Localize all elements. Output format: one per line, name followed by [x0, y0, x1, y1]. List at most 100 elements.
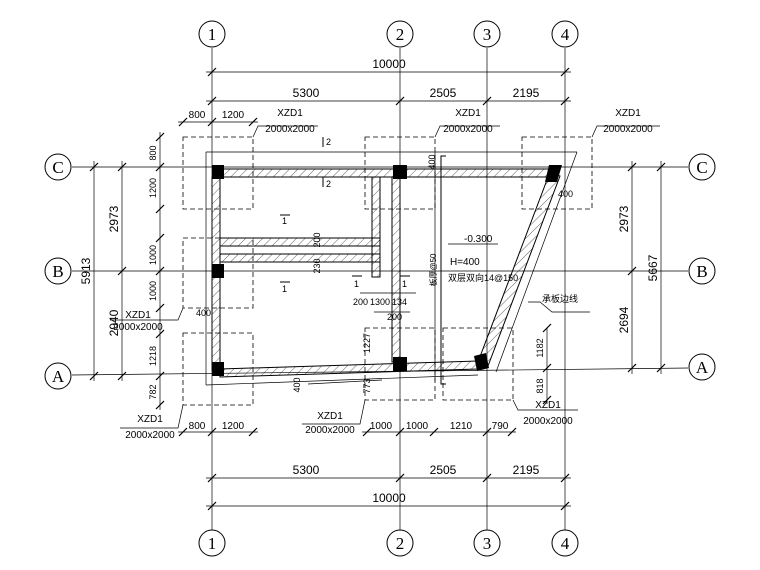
beam-1a-vert: [371, 176, 381, 278]
dim-right-inner-1: 1182: [535, 338, 545, 357]
axis-bubble-a-right: [688, 353, 716, 381]
top-dimensions: 10000 5300 2505 2195 800 1200: [178, 57, 571, 127]
dim-interior-3: 400: [196, 308, 211, 318]
axis-bubble-a-left: [44, 362, 72, 390]
pile-cap-tags: XZD1 2000x2000 XZD1 2000x2000 XZD1 2000x…: [110, 108, 660, 441]
thickening-line-label: 承板边线: [542, 293, 578, 304]
section-mark-1-c: 1: [354, 279, 359, 289]
dim-left-inner-5: 1218: [148, 346, 158, 366]
dim-right-inner-2: 818: [535, 378, 545, 393]
dim-left-mid-2: 2940: [107, 309, 121, 336]
axis-bubble-1-bottom: [198, 529, 226, 557]
dim-bottom-sub-6: 790: [492, 421, 509, 432]
dim-left-inner-3: 1000: [148, 245, 158, 265]
axis-label-3-bottom: 3: [483, 534, 492, 553]
dim-interior-7: 200: [353, 297, 368, 307]
elevation-label: -0.300: [464, 234, 493, 245]
dim-interior-10: 200: [387, 312, 402, 322]
section-marks: 2 2 1 1 1 1: [280, 137, 410, 294]
axis-label-b-left: B: [52, 262, 63, 281]
tag-a2-id: XZD1: [317, 411, 343, 422]
column-b1: [212, 264, 224, 278]
dim-top-seg-3: 2195: [513, 86, 540, 100]
tag-c4-id: XZD1: [615, 108, 641, 119]
beam-b-upper: [219, 237, 381, 247]
axis-label-4-top: 4: [561, 25, 570, 44]
right-dimensions: 2973 2694 5667 1182 818: [535, 161, 666, 405]
axis-bubbles: 1 2 3 4 1 2 3 4 C B A C B A: [44, 20, 716, 557]
tag-b1-size: 2000x2000: [113, 322, 163, 333]
dim-interior-5: 200: [312, 232, 322, 247]
raft-slab-outline: [205, 151, 578, 386]
rebar-label: 双层双向14@150: [448, 272, 518, 283]
tag-c4-size: 2000x2000: [603, 124, 653, 135]
column-c4: [545, 165, 562, 182]
dim-bottom-sub-3: 1000: [370, 421, 393, 432]
axis-label-2-bottom: 2: [396, 534, 405, 553]
dim-left-mid-1: 2973: [107, 205, 121, 232]
axis-bubble-c-left: [44, 153, 72, 181]
dim-left-outer: 5913: [79, 257, 93, 284]
dim-bottom-sub-1: 800: [189, 421, 206, 432]
section-mark-1-a: 1: [282, 216, 287, 226]
dim-right-mid-2: 2694: [617, 306, 631, 333]
column-a1: [212, 362, 224, 376]
left-dimensions: 5913 2973 2940 800 1200 1000 1000 1218 7…: [79, 132, 165, 410]
axis-bubble-4-top: [551, 20, 579, 48]
dim-interior-9: 134: [392, 297, 407, 307]
beam-a: [219, 360, 479, 378]
dim-left-inner-6: 782: [148, 384, 158, 399]
axis-bubble-4-bottom: [551, 529, 579, 557]
axis-bubble-b-left: [44, 257, 72, 285]
column-c2: [393, 165, 407, 179]
section-mark-1-d: 1: [402, 279, 407, 289]
dim-top-seg-2: 2505: [430, 86, 457, 100]
slab-height-label: H=400: [450, 257, 480, 268]
beam-2: [391, 176, 401, 363]
dim-left-inner-2: 1200: [148, 178, 158, 198]
tag-a1-id: XZD1: [137, 414, 163, 425]
raft-outline-south: [205, 374, 479, 386]
dim-top-sub-2: 1200: [222, 110, 245, 121]
axis-label-c-right: C: [696, 158, 707, 177]
tag-b1-id: XZD1: [125, 310, 151, 321]
axis-label-4-bottom: 4: [561, 534, 570, 553]
dim-interior-4: 400: [292, 377, 302, 392]
axis-bubble-2-bottom: [386, 529, 414, 557]
axis-bubble-3-bottom: [473, 529, 501, 557]
tag-c2-size: 2000x2000: [443, 124, 493, 135]
dim-top-sub-1: 800: [189, 110, 206, 121]
dim-interior-12: 773: [362, 378, 372, 393]
column-a3: [474, 353, 489, 371]
axis-bubble-b-right: [688, 257, 716, 285]
axis-label-c-left: C: [52, 158, 63, 177]
tag-a3-id: XZD1: [535, 400, 561, 411]
dim-bottom-sub-2: 1200: [222, 421, 245, 432]
beam-b-lower: [219, 253, 381, 263]
dim-interior-1: 400: [427, 154, 437, 169]
axis-bubble-c-right: [688, 153, 716, 181]
dim-bottom-seg-2: 2505: [430, 463, 457, 477]
section-mark-1-b: 1: [282, 284, 287, 294]
dim-left-inner-1: 800: [148, 145, 158, 160]
dim-top-seg-1: 5300: [293, 86, 320, 100]
axis-label-2-top: 2: [396, 25, 405, 44]
beam-diagonal: [477, 171, 561, 367]
section-mark-2-bottom: 2: [326, 179, 331, 189]
dim-left-inner-4: 1000: [148, 281, 158, 301]
dim-right-outer: 5667: [646, 254, 660, 281]
dim-bottom-sub-4: 1000: [406, 421, 429, 432]
tag-a1-size: 2000x2000: [125, 430, 175, 441]
dim-right-mid-1: 2973: [617, 205, 631, 232]
dim-total-top: 10000: [372, 57, 406, 71]
interior-dimensions: 400 400 400 400 200 230 200 1300 134 200…: [196, 154, 573, 393]
column-a2: [393, 357, 407, 371]
axis-bubble-3-top: [473, 20, 501, 48]
slab-edge-bracket: 板厚@50: [428, 155, 446, 385]
dim-interior-6: 230: [312, 258, 322, 273]
axis-bubble-2-top: [386, 20, 414, 48]
dim-interior-2: 400: [558, 189, 573, 199]
section-mark-2-top: 2: [326, 137, 331, 147]
axis-label-a-left: A: [52, 367, 65, 386]
